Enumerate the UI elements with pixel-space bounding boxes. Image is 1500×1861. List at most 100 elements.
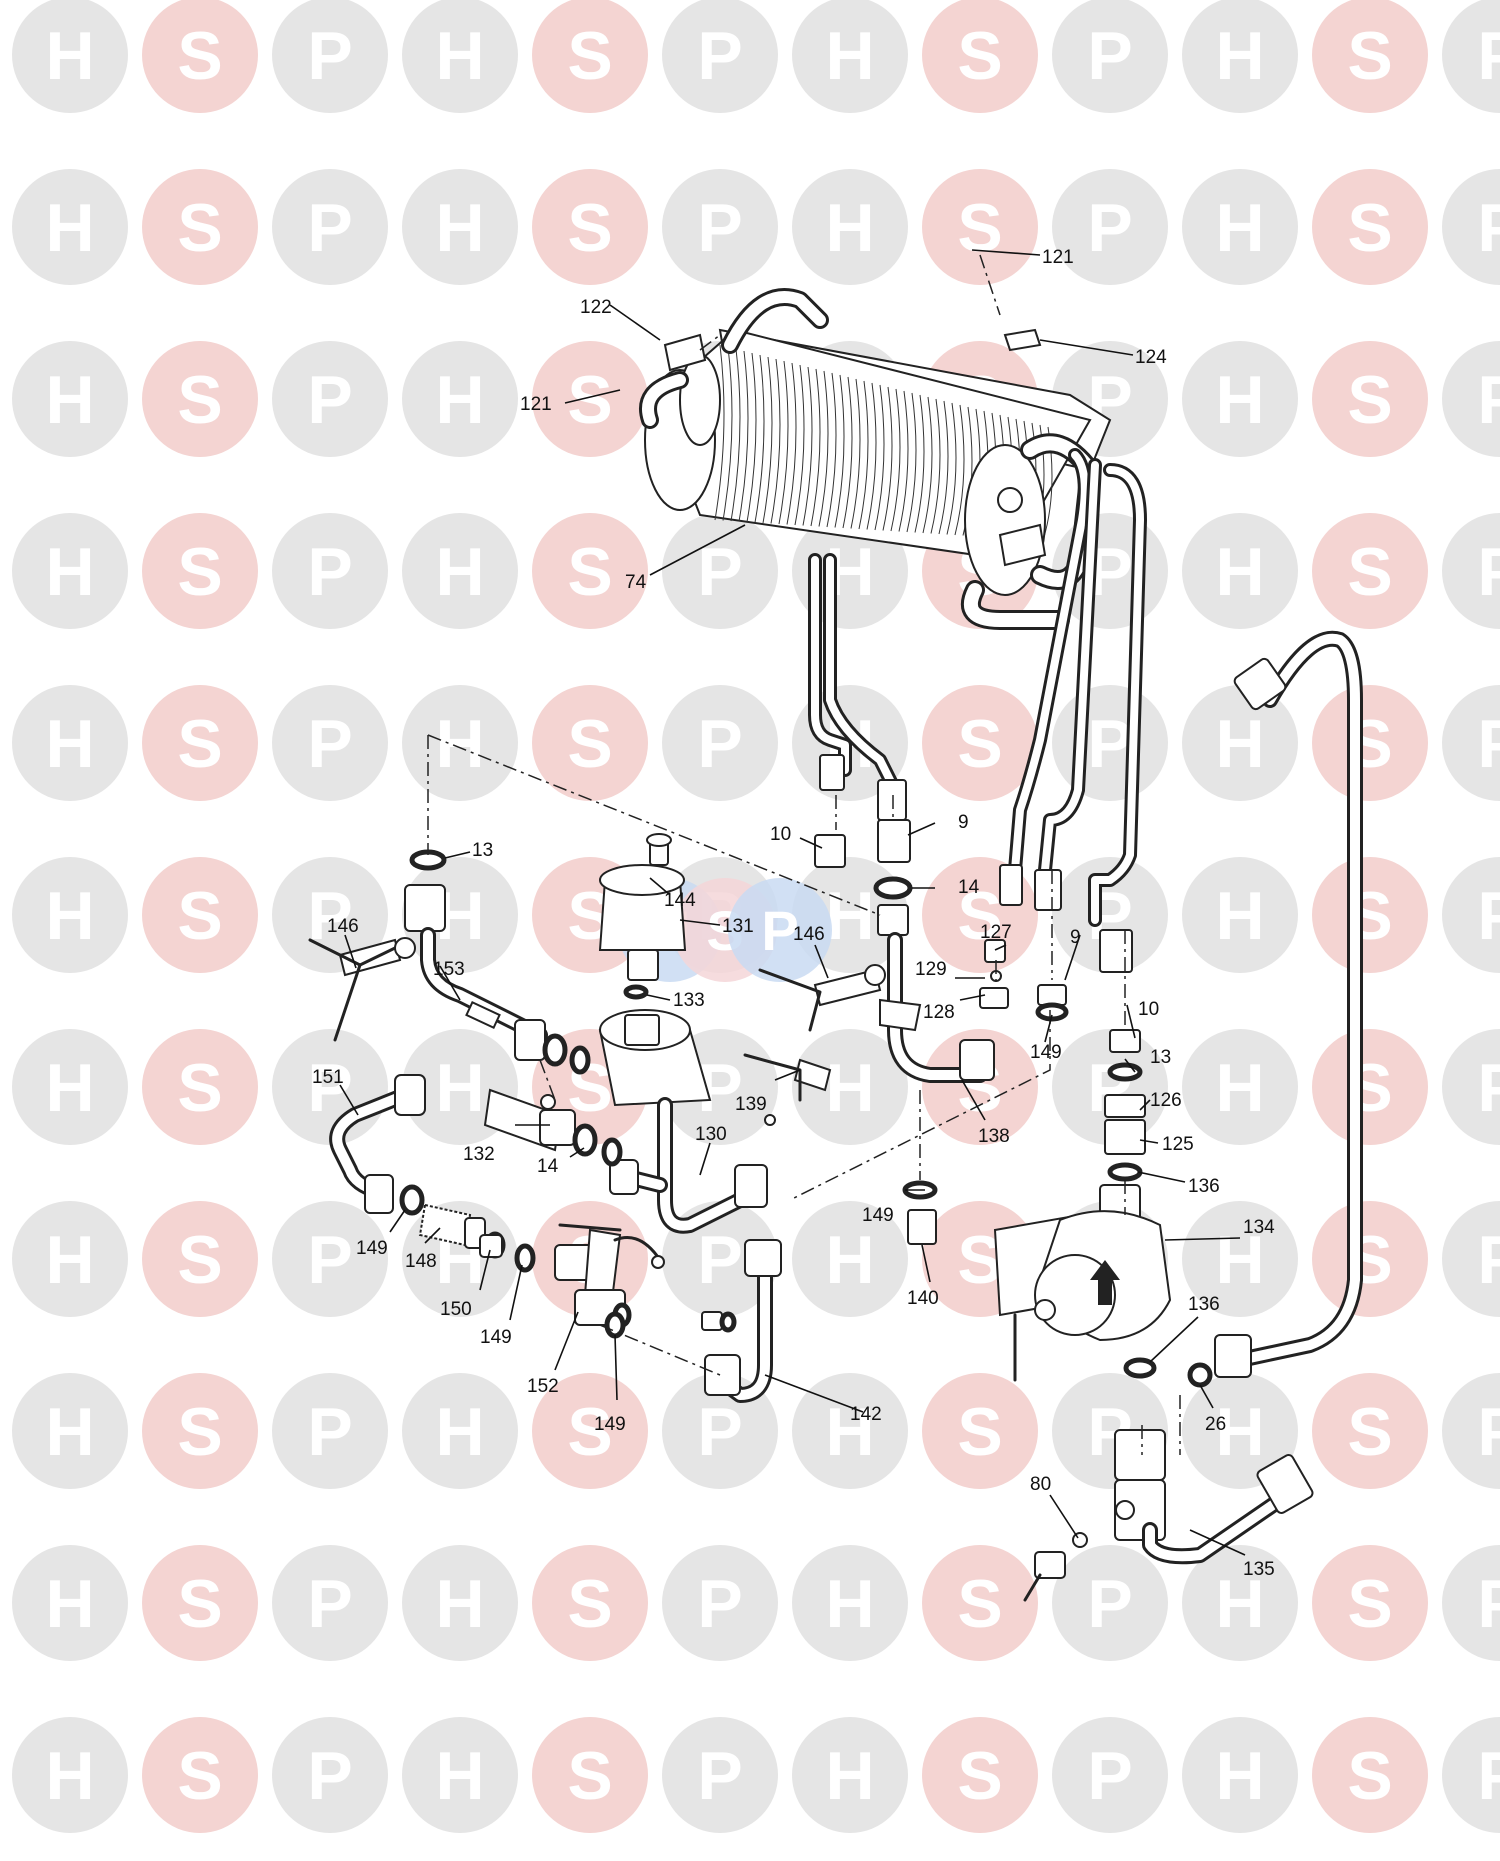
watermark-letter: S: [1347, 362, 1392, 438]
watermark-circle: [272, 169, 388, 285]
label-136: 136: [1188, 1294, 1220, 1315]
watermark-letter: H: [435, 706, 484, 782]
watermark-letter: P: [307, 362, 352, 438]
watermark-circle: [142, 169, 258, 285]
label-124: 124: [1135, 347, 1167, 368]
watermark-letter: H: [45, 1738, 94, 1814]
watermark-circle: [1182, 857, 1298, 973]
label-148: 148: [405, 1251, 437, 1272]
watermark-letter: H: [45, 1050, 94, 1126]
watermark-letter: S: [957, 1738, 1002, 1814]
label-142: 142: [850, 1404, 882, 1425]
watermark-letter: H: [825, 1566, 874, 1642]
watermark-letter: H: [1215, 706, 1264, 782]
watermark-letter: P: [697, 706, 742, 782]
watermark-circle: [922, 1029, 1038, 1145]
part-labels: 121 122 121 124 74 10 9 13 14 144 131 14…: [312, 247, 1275, 1580]
watermark-circle: [1442, 513, 1500, 629]
watermark-circle: [922, 0, 1038, 113]
watermark-letter: H: [1215, 1566, 1264, 1642]
heat-exchanger-fin: [922, 396, 933, 534]
watermark-letter: P: [697, 1394, 742, 1470]
watermark-letter: H: [825, 878, 874, 954]
watermark-letter: H: [1215, 362, 1264, 438]
watermark-circle: [922, 169, 1038, 285]
watermark-letter: H: [825, 18, 874, 94]
watermark-letter: P: [307, 1222, 352, 1298]
label-149: 149: [480, 1327, 512, 1348]
watermark-circle: [1442, 1201, 1500, 1317]
watermark-letter: H: [45, 706, 94, 782]
watermark-circle: [1442, 1029, 1500, 1145]
watermark-circle: [1182, 1373, 1298, 1489]
watermark-letter: H: [1215, 1738, 1264, 1814]
watermark-circle: [1312, 857, 1428, 973]
watermark-letter: S: [957, 18, 1002, 94]
label-14: 14: [537, 1156, 559, 1177]
watermark-circle: [1182, 341, 1298, 457]
watermark-circle: [12, 685, 128, 801]
heat-exchanger-fin: [954, 404, 965, 536]
watermark-letter: S: [177, 1050, 222, 1126]
watermark-letter: P: [1087, 190, 1132, 266]
label-121: 121: [520, 394, 552, 415]
watermark-letter: P: [1477, 1222, 1500, 1298]
watermark-circle: [922, 1373, 1038, 1489]
flow-return-pipes: [808, 448, 1363, 1378]
watermark-circle: [12, 0, 128, 113]
label-126: 126: [1150, 1090, 1182, 1111]
heat-exchanger-fin: [834, 374, 845, 528]
heat-exchanger-fin: [714, 344, 725, 521]
watermark-letter: S: [177, 1738, 222, 1814]
watermark-circle: [662, 685, 778, 801]
watermark-letter: S: [567, 706, 612, 782]
watermark-circle: [1312, 1029, 1428, 1145]
left-pipe-assembly: [308, 833, 886, 1403]
watermark-letter: P: [307, 1566, 352, 1642]
watermark-letter: S: [177, 706, 222, 782]
label-26: 26: [1205, 1414, 1226, 1435]
watermark-circle: [272, 685, 388, 801]
label-146: 146: [327, 916, 359, 937]
heat-exchanger-fin: [898, 390, 909, 532]
watermark-letter: P: [761, 899, 798, 962]
watermark-letter: S: [177, 534, 222, 610]
watermark-circle: [12, 1373, 128, 1489]
watermark-letter: S: [567, 534, 612, 610]
watermark-circle: [1182, 1201, 1298, 1317]
watermark-letter: P: [1477, 18, 1500, 94]
heat-exchanger-fin: [866, 382, 877, 530]
watermark-letter: S: [177, 362, 222, 438]
watermark-circle: [12, 1201, 128, 1317]
heat-exchanger-fin: [802, 366, 813, 526]
heat-exchanger-fin: [914, 394, 925, 533]
watermark-letter: P: [1477, 1566, 1500, 1642]
watermark-circle: [1052, 1545, 1168, 1661]
watermark-centre-logo: [728, 878, 832, 982]
watermark-letter: P: [697, 18, 742, 94]
watermark-circle: [1442, 341, 1500, 457]
heat-exchanger-fin: [874, 384, 885, 531]
label-134: 134: [1243, 1217, 1275, 1238]
watermark-letter: H: [825, 1222, 874, 1298]
heat-exchanger: [639, 288, 1112, 630]
watermark-letter: S: [957, 1566, 1002, 1642]
watermark-circle: [792, 1545, 908, 1661]
heat-exchanger-fin: [738, 350, 749, 522]
watermark-circle: [12, 341, 128, 457]
watermark-circle: [1442, 1545, 1500, 1661]
watermark-circle: [142, 1545, 258, 1661]
watermark-letter: H: [1215, 18, 1264, 94]
watermark-circle: [142, 685, 258, 801]
watermark-circle: [402, 341, 518, 457]
label-74: 74: [625, 572, 647, 593]
watermark-letter: P: [1477, 534, 1500, 610]
watermark-circle: [1312, 1201, 1428, 1317]
heat-exchanger-fin: [746, 352, 757, 523]
watermark-letter: P: [307, 534, 352, 610]
watermark-letter: P: [307, 1394, 352, 1470]
watermark-letter: H: [1215, 1394, 1264, 1470]
watermark-letter: S: [957, 190, 1002, 266]
watermark-circle: [1052, 857, 1168, 973]
